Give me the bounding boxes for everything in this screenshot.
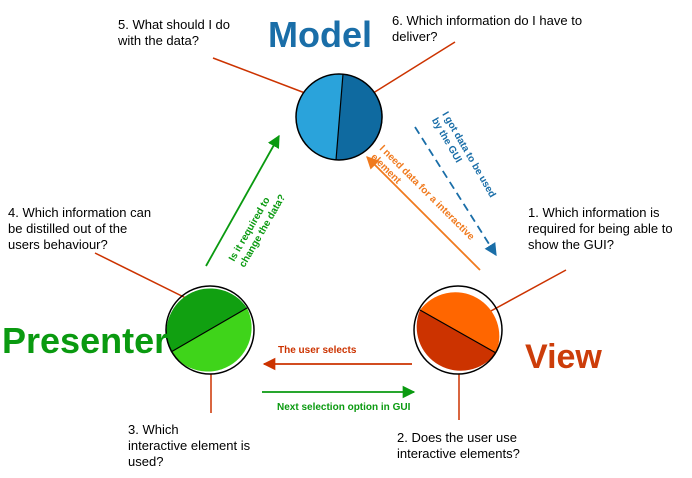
label-presenter-to-view: Next selection option in GUI (277, 402, 411, 413)
presenter-circle-top-half (166, 288, 247, 352)
presenter-circle (165, 285, 255, 375)
view-circle (413, 285, 503, 375)
view-circle-top-half (420, 292, 500, 353)
model-circle-left-half (296, 73, 343, 160)
question-3: 3. Which interactive element is used? (128, 422, 251, 469)
question-4: 4. Which information can be distilled ou… (8, 205, 152, 252)
arrow-presenter-to-model (205, 134, 280, 267)
question-1: 1. Which information is required for bei… (528, 205, 673, 252)
leader-q5 (212, 57, 306, 94)
label-model-to-view: I got data to be used by the GUI (429, 110, 499, 208)
view-title: View (525, 338, 602, 376)
presenter-circle-bottom-half (171, 308, 252, 372)
arrow-view-to-model (366, 156, 481, 271)
question-5: 5. What should I do with the data? (118, 17, 231, 48)
label-presenter-to-model: Is it required to change the data? (227, 187, 288, 270)
leader-q1 (477, 269, 567, 319)
model-circle-right-half (336, 74, 383, 161)
label-view-to-presenter: The user selects (278, 345, 357, 356)
view-circle-bottom-half (416, 310, 496, 371)
model-title: Model (268, 14, 372, 55)
model-circle (295, 73, 383, 161)
question-6: 6. Which information do I have to delive… (392, 13, 583, 44)
presenter-title: Presenter (2, 320, 169, 361)
question-2: 2. Does the user use interactive element… (397, 430, 520, 461)
